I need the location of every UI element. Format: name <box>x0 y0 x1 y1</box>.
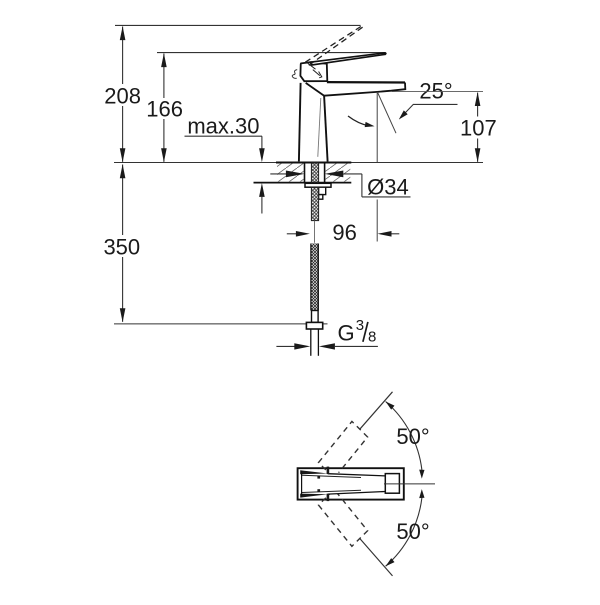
svg-text:350: 350 <box>103 234 140 259</box>
svg-text:96: 96 <box>332 220 356 245</box>
svg-text:50°: 50° <box>396 519 429 544</box>
svg-text:166: 166 <box>146 96 183 121</box>
svg-text:107: 107 <box>460 116 497 141</box>
svg-text:25°: 25° <box>419 78 452 103</box>
svg-text:G: G <box>338 321 355 346</box>
svg-text:max.30: max.30 <box>187 113 259 138</box>
svg-text:Ø34: Ø34 <box>367 174 409 199</box>
svg-text:50°: 50° <box>396 424 429 449</box>
svg-text:8: 8 <box>368 329 376 346</box>
svg-text:208: 208 <box>104 83 141 108</box>
svg-text:3: 3 <box>356 317 364 334</box>
